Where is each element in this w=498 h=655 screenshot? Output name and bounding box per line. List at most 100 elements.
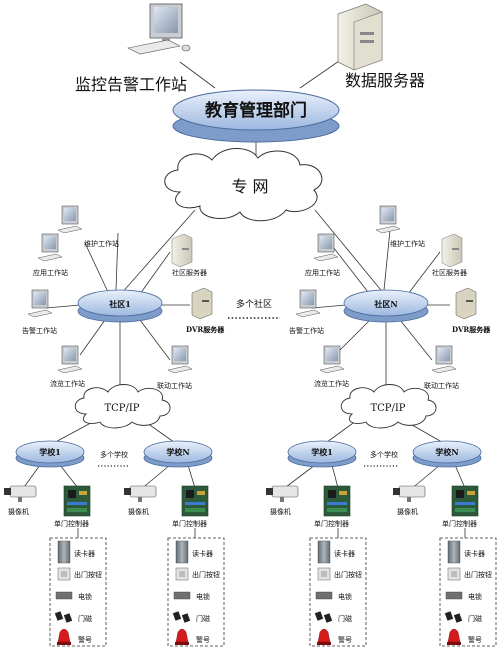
electric-lock-label: 电锁 xyxy=(468,592,482,601)
multi-community-label: 多个社区 xyxy=(236,298,272,310)
education-dept-hub xyxy=(172,89,340,143)
connection-lines xyxy=(21,49,466,538)
alarm-label: 警号 xyxy=(468,635,482,644)
workstation-icon xyxy=(319,345,345,374)
community-right: 社区N 维护工作站 应用工作站 社区服务器 告警工作站 DVR服务器 xyxy=(289,205,491,390)
electric-lock-label: 电锁 xyxy=(78,592,92,601)
community-1-hub: 社区1 xyxy=(108,299,131,309)
door-controller-icon xyxy=(63,485,91,517)
door-sensor-label: 门磁 xyxy=(78,614,92,623)
exit-button-label: 出门按钮 xyxy=(74,570,102,579)
application-workstation-label: 应用工作站 xyxy=(305,268,340,277)
exit-button-icon xyxy=(175,567,189,581)
dvr-server-label: DVR服务器 xyxy=(452,325,491,334)
private-network-cloud xyxy=(164,148,323,222)
card-reader-icon xyxy=(317,540,331,564)
door-sensor-icon xyxy=(314,611,333,623)
workstation-icon xyxy=(431,345,457,374)
school-hub xyxy=(15,440,482,468)
browse-workstation-label: 流览工作站 xyxy=(314,379,349,388)
server-icon xyxy=(171,233,193,268)
door-sensor-label: 门磁 xyxy=(338,614,352,623)
card-reader-label: 读卡器 xyxy=(74,549,95,558)
electric-lock-icon xyxy=(173,591,191,600)
tcpip-label-left: TCP/IP xyxy=(104,403,139,414)
camera-icon xyxy=(124,485,157,502)
door-controller-label: 单门控制器 xyxy=(314,519,349,528)
door-controller-icon xyxy=(451,485,479,517)
school-n-hub: 学校N xyxy=(166,447,189,457)
tcpip-cloud-left xyxy=(74,384,171,429)
monitor-station-icon xyxy=(127,3,191,55)
camera-label: 摄像机 xyxy=(270,507,291,516)
camera-icon xyxy=(393,485,426,502)
server-icon xyxy=(441,233,463,268)
door-controller-label: 单门控制器 xyxy=(54,519,89,528)
door-sensor-label: 门磁 xyxy=(196,614,210,623)
alarm-siren-icon xyxy=(57,628,71,645)
workstation-icon xyxy=(167,345,193,374)
alarm-siren-icon xyxy=(175,628,189,645)
exit-button-icon xyxy=(57,567,71,581)
dvr-server-icon xyxy=(191,287,213,320)
exit-button-label: 出门按钮 xyxy=(464,570,492,579)
private-network-label: 专 网 xyxy=(231,177,268,196)
maintenance-workstation-label: 维护工作站 xyxy=(84,239,119,248)
alarm-label: 警号 xyxy=(78,635,92,644)
camera-label: 摄像机 xyxy=(8,507,29,516)
electric-lock-icon xyxy=(315,591,333,600)
exit-button-icon xyxy=(447,567,461,581)
workstation-icon xyxy=(375,205,401,234)
door-controller-icon xyxy=(181,485,209,517)
education-dept-label: 教育管理部门 xyxy=(204,100,307,121)
school-1-hub: 学校1 xyxy=(311,447,333,457)
alarm-siren-icon xyxy=(447,628,461,645)
tcpip-cloud-right xyxy=(340,384,437,429)
electric-lock-icon xyxy=(445,591,463,600)
card-reader-label: 读卡器 xyxy=(334,549,355,558)
card-reader-label: 读卡器 xyxy=(464,549,485,558)
camera-icon xyxy=(4,485,37,502)
tcpip-label-right: TCP/IP xyxy=(370,403,405,414)
door-sensor-icon xyxy=(172,611,191,623)
alarm-label: 警号 xyxy=(338,635,352,644)
alarm-siren-icon xyxy=(317,628,331,645)
school-n-hub: 学校N xyxy=(435,447,458,457)
multi-school-label: 多个学校 xyxy=(100,450,128,459)
workstation-icon xyxy=(295,289,321,318)
electric-lock-label: 电锁 xyxy=(196,592,210,601)
card-reader-label: 读卡器 xyxy=(192,549,213,558)
door-controller-icon xyxy=(323,485,351,517)
camera-label: 摄像机 xyxy=(397,507,418,516)
card-reader-icon xyxy=(57,540,71,564)
data-server-label: 数据服务器 xyxy=(345,71,425,90)
door-controller-label: 单门控制器 xyxy=(442,519,477,528)
device-box xyxy=(309,537,367,647)
maintenance-workstation-label: 维护工作站 xyxy=(390,239,425,248)
community-n-hub: 社区N xyxy=(373,299,397,309)
device-box xyxy=(439,537,497,647)
data-server-icon xyxy=(337,3,383,71)
linkage-workstation-label: 联动工作站 xyxy=(424,381,459,390)
device-box xyxy=(49,537,107,647)
application-workstation-label: 应用工作站 xyxy=(33,268,68,277)
card-reader-icon xyxy=(447,540,461,564)
community-server-label: 社区服务器 xyxy=(432,268,467,277)
camera-icon xyxy=(266,485,299,502)
device-box xyxy=(167,537,225,647)
exit-button-label: 出门按钮 xyxy=(192,570,220,579)
camera-label: 摄像机 xyxy=(128,507,149,516)
multi-school-label: 多个学校 xyxy=(370,450,398,459)
alarm-workstation-label: 告警工作站 xyxy=(22,326,57,335)
dvr-server-icon xyxy=(455,287,477,320)
browse-workstation-label: 流览工作站 xyxy=(50,379,85,388)
door-sensor-label: 门磁 xyxy=(468,614,482,623)
alarm-label: 警号 xyxy=(196,635,210,644)
exit-button-label: 出门按钮 xyxy=(334,570,362,579)
exit-button-icon xyxy=(317,567,331,581)
